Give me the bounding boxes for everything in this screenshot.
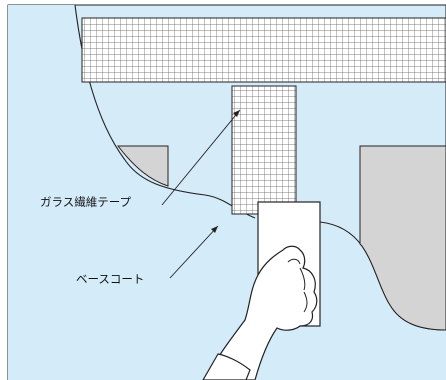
finger-line-1 <box>287 258 301 265</box>
label-glass-fiber-tape: ガラス繊維テープ <box>40 195 132 209</box>
opening-right <box>359 145 446 331</box>
leader-line-basecoat <box>169 225 219 279</box>
leader-line-tape <box>161 109 241 206</box>
label-base-coat: ベースコート <box>76 272 144 286</box>
finger-line-3 <box>303 291 308 313</box>
base-coat-area <box>8 5 446 380</box>
glass-fiber-tape-horizontal <box>81 17 446 83</box>
leader-arrow-tape <box>233 110 240 117</box>
sleeve <box>202 353 251 380</box>
finger-line-2 <box>299 267 306 291</box>
leader-arrow-basecoat <box>211 226 218 233</box>
glass-fiber-tape-vertical <box>231 85 297 215</box>
gloved-hand <box>204 245 318 380</box>
opening-left <box>116 145 169 187</box>
